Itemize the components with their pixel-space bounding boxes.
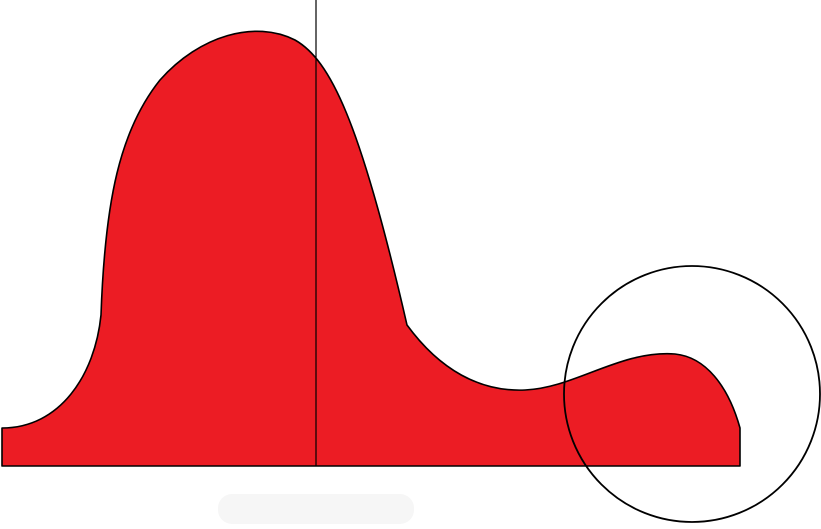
faint-rounded-mark (218, 494, 414, 524)
red-curve-shape (1, 30, 741, 467)
highlight-circle (563, 265, 821, 523)
